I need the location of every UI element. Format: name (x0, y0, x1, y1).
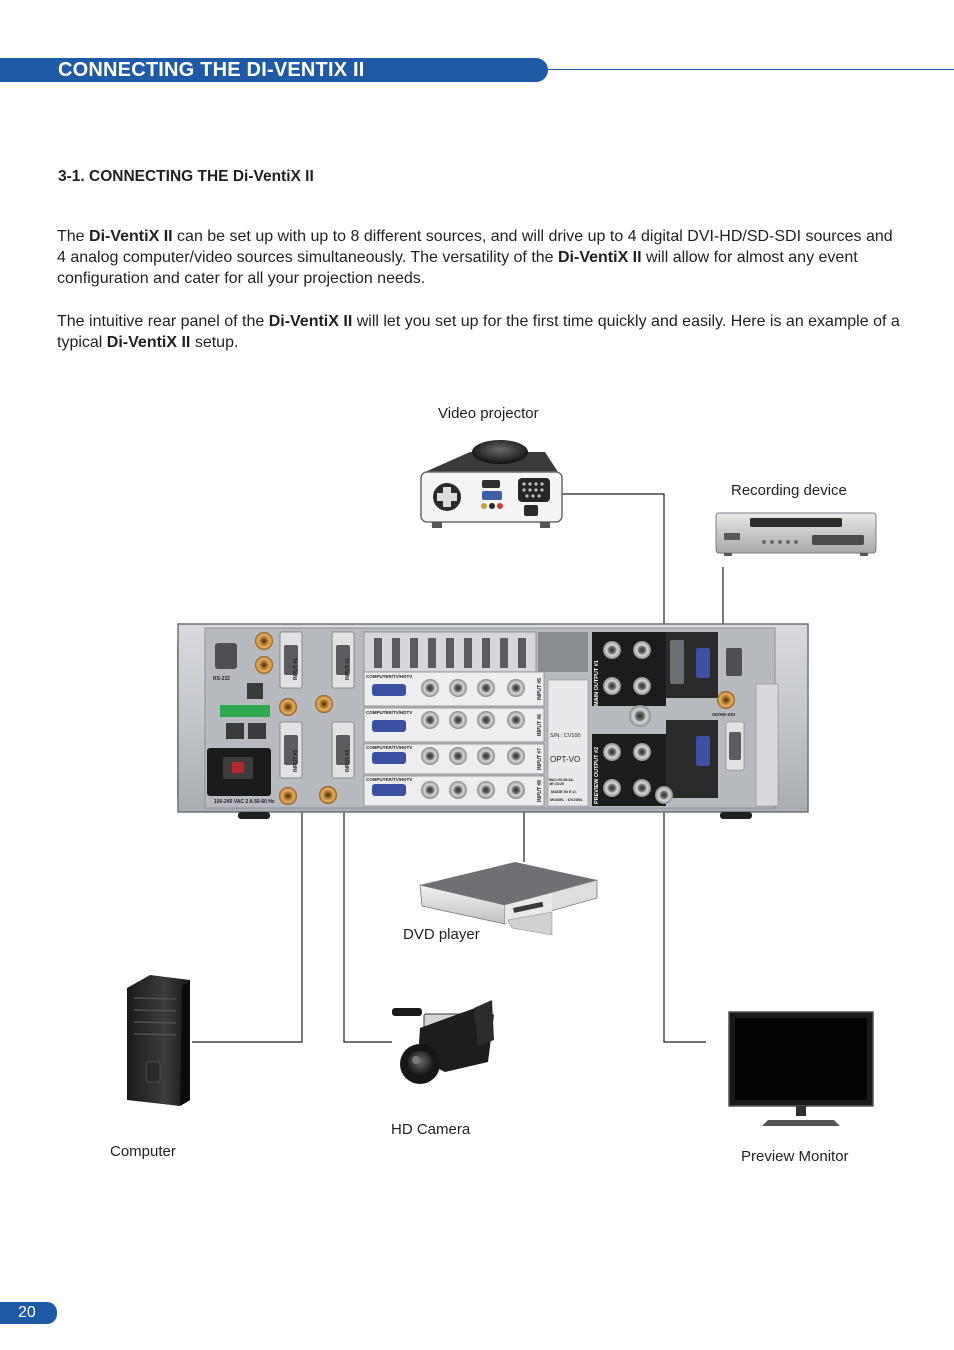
setup-paragraph: The intuitive rear panel of the Di-Venti… (57, 311, 902, 353)
dvd-player-label: DVD player (403, 926, 480, 943)
computer-icon (127, 975, 190, 1106)
preview-monitor-icon (728, 1011, 874, 1126)
text-run: will allow for almost any event configur… (57, 249, 858, 287)
product-name: Di-VentiX II (558, 249, 642, 266)
sdi-output-label: SD/HD-SDI (712, 712, 736, 717)
power-rating-label: 100-240 VAC 2 A 50-60 Hz (214, 799, 275, 805)
dvd-player-icon (419, 862, 598, 936)
hd-camera-label: HD Camera (391, 1121, 471, 1138)
input2-label: INPUT #2 (345, 658, 351, 680)
input7-connector-label: COMPUTER/TV/HDTV (366, 745, 413, 750)
product-name: Di-VentiX II (106, 334, 191, 351)
video-projector-icon (420, 440, 563, 528)
recording-device-label: Recording device (731, 482, 847, 499)
page-title: CONNECTING THE DI-VENTIX II (58, 59, 365, 81)
rs232-label: RS-232 (213, 676, 230, 682)
intro-paragraph: The Di-VentiX II can be set up with up t… (57, 226, 902, 289)
page-number: 20 (18, 1304, 36, 1321)
text-run: The (57, 228, 90, 245)
product-name: Di-VentiX II (89, 228, 173, 245)
option-label: OPT-VO (550, 755, 581, 764)
preview-output-label: PREVIEW OUTPUT #2 (594, 746, 600, 804)
input6-connector-label: COMPUTER/TV/HDTV (366, 710, 413, 715)
input3-label: INPUT #3 (293, 750, 299, 772)
product-name: Di-VentiX II (268, 313, 353, 330)
text-run: The intuitive rear panel of the (57, 313, 269, 330)
input7-label: INPUT #7 (537, 748, 543, 770)
text-run: will let you set up for the first time q… (57, 313, 900, 351)
di-ventix-rear-panel (177, 623, 809, 819)
analog-input-rows (363, 671, 545, 807)
model-label: MODEL : DV2004 (550, 797, 583, 802)
section-title: 3-1. CONNECTING THE Di-VentiX II (58, 168, 314, 185)
preview-monitor-label: Preview Monitor (741, 1148, 849, 1165)
header-rule (548, 69, 954, 70)
input5-label: INPUT #5 (537, 678, 543, 700)
header-bar (0, 58, 548, 82)
input8-connector-label: COMPUTER/TV/HDTV (366, 777, 413, 782)
mac-address: MAC:00:26:4A-4E:C6:29 (549, 778, 574, 786)
text-run: setup. (190, 334, 239, 351)
computer-label: Computer (110, 1143, 176, 1160)
recording-device-icon (715, 512, 877, 556)
input5-connector-label: COMPUTER/TV/HDTV (366, 674, 413, 679)
video-projector-label: Video projector (438, 405, 539, 422)
input1-label: INPUT #1 (293, 658, 299, 680)
hd-camera-icon (392, 1000, 494, 1084)
serial-number: S/N : CV100 (550, 733, 581, 739)
main-output-label: MAIN OUTPUT #1 (594, 660, 600, 706)
made-in-label: MADE IN E.U. (551, 789, 577, 794)
page-number-tab (0, 1302, 57, 1324)
text-run: can be set up with up to 8 different sou… (57, 228, 893, 266)
input6-label: INPUT #6 (537, 714, 543, 736)
input4-label: INPUT #4 (345, 750, 351, 772)
input8-label: INPUT #8 (537, 780, 543, 802)
